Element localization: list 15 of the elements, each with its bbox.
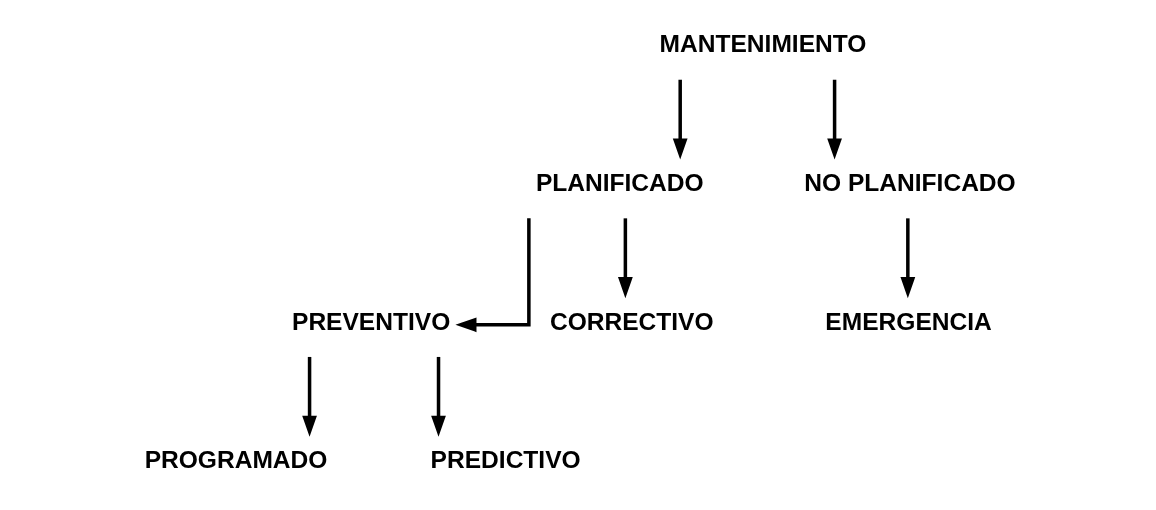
arrow: [431, 356, 446, 437]
arrow: [672, 79, 688, 160]
node-text: PLANIFICADO: [535, 168, 704, 196]
arrow: [302, 356, 317, 437]
node-text: PREDICTIVO: [430, 445, 581, 473]
node-text: MANTENIMIENTO: [659, 29, 867, 57]
node-text: PREVENTIVO: [292, 307, 451, 335]
arrow: [455, 217, 531, 332]
node-text: CORRECTIVO: [549, 307, 714, 335]
arrow: [618, 217, 633, 298]
node-text: PROGRAMADO: [144, 445, 328, 473]
node-text: NO PLANIFICADO: [804, 168, 1016, 196]
arrow: [900, 217, 916, 298]
node-text: EMERGENCIA: [825, 307, 992, 335]
arrow: [827, 79, 842, 160]
